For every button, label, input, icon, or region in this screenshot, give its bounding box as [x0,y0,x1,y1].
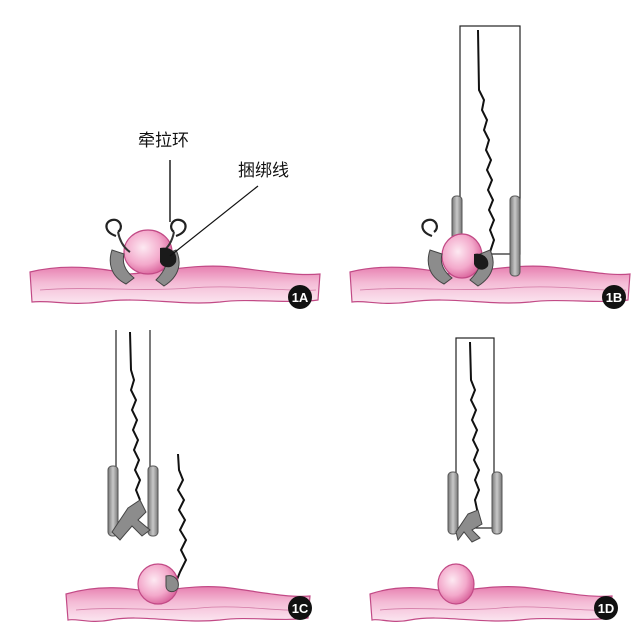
badge-text-1d: 1D [598,601,615,616]
mucosa-tissue [65,586,311,623]
panel-1b: 1B [349,25,631,309]
binding-thread [469,341,481,515]
label-traction-ring: 牵拉环 [138,131,189,151]
binding-thread-knot [160,247,177,268]
mucosa-tissue [369,586,613,623]
panel-1d: 1D [369,337,618,623]
badge-text-1c: 1C [292,601,309,616]
label-binding-thread: 捆绑线 [238,161,289,181]
panel-badge-1b [602,285,626,309]
clip-device [455,509,483,543]
panel-1c: 1C [65,330,312,623]
binding-thread-free [175,453,188,583]
polyp [437,563,475,605]
binding-thread [129,331,142,501]
binding-thread [477,29,496,253]
panel-badge-1d [594,596,618,620]
badge-text-1a: 1A [292,290,309,305]
panel-1a: 牵拉环 捆绑线 1A [29,131,321,309]
clip-device [111,499,151,541]
panel-badge-1a [288,285,312,309]
panel-badge-1c [288,596,312,620]
badge-text-1b: 1B [606,290,623,305]
